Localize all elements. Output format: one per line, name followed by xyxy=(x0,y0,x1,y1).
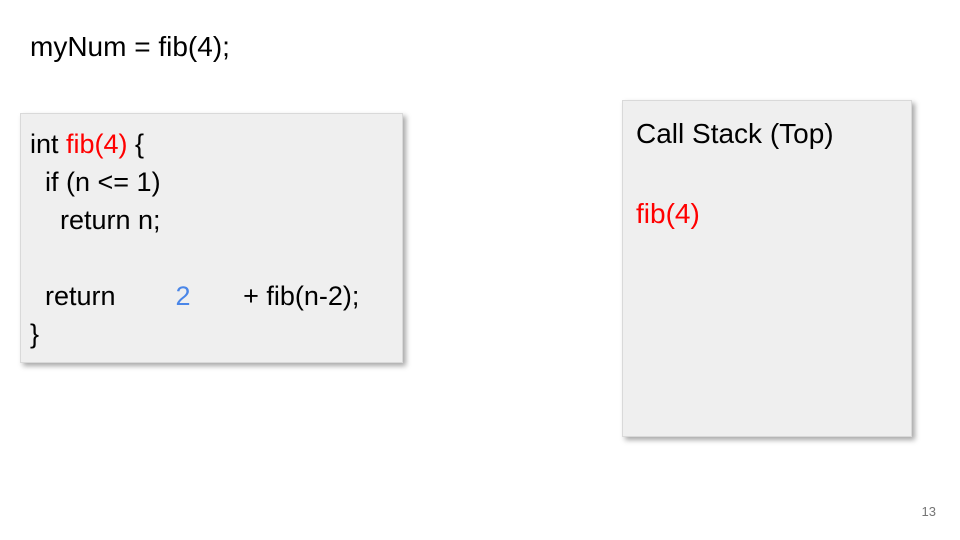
code-brace: } xyxy=(30,319,40,349)
code-call-highlight: fib(4) xyxy=(66,129,128,159)
code-line: if (n <= 1) xyxy=(30,163,394,201)
call-stack-title: Call Stack (Top) xyxy=(636,118,834,149)
code-text: return xyxy=(30,281,176,311)
call-stack-frame: fib(4) xyxy=(636,198,700,229)
code-value-highlight: 2 xyxy=(175,281,191,311)
call-stack-blank-line xyxy=(636,154,901,194)
code-keyword: int xyxy=(30,129,67,159)
call-stack-box: Call Stack (Top) fib(4) xyxy=(622,100,912,437)
code-line: } xyxy=(30,315,394,353)
code-text: + fib(n-2); xyxy=(190,281,360,311)
code-line-blank xyxy=(30,239,394,277)
slide-title: myNum = fib(4); xyxy=(30,31,230,62)
code-text xyxy=(30,243,38,273)
code-line: int fib(4) { xyxy=(30,125,394,163)
code-text: return n; xyxy=(30,205,161,235)
code-text: if (n <= 1) xyxy=(30,167,161,197)
page-number: 13 xyxy=(921,504,936,519)
code-box: int fib(4) { if (n <= 1) return n; retur… xyxy=(20,113,403,363)
code-line: return 2 + fib(n-2); xyxy=(30,277,394,315)
code-brace: { xyxy=(127,129,145,159)
code-line: return n; xyxy=(30,201,394,239)
